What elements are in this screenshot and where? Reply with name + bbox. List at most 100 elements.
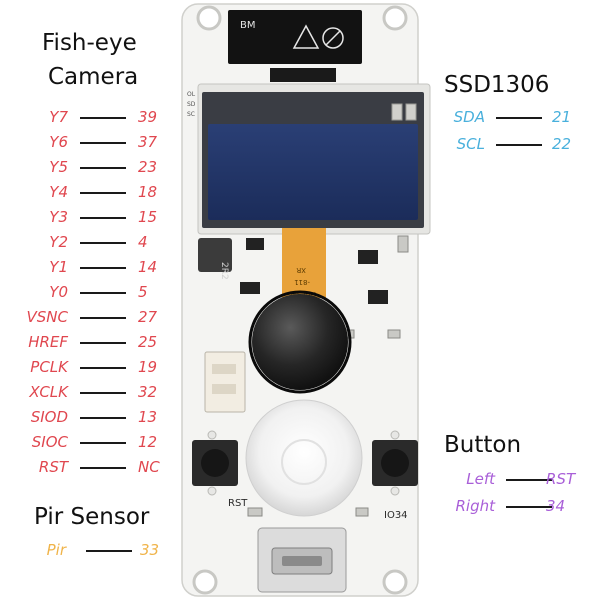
camera-pin-number: 4: [138, 233, 148, 251]
camera-pin-number: 27: [138, 308, 158, 326]
camera-pin-signal: Y3: [49, 208, 68, 226]
camera-pin-connector-line: [80, 242, 126, 244]
camera-pin-row: HREF 25: [10, 332, 160, 352]
display-pin-number: 21: [552, 108, 572, 126]
display-pin-signal: SCL: [456, 135, 485, 153]
camera-pin-signal: Y2: [49, 233, 68, 251]
camera-pin-signal: VSNC: [26, 308, 68, 326]
pir-heading: Pir Sensor: [34, 504, 150, 530]
camera-pin-row: Y0 5: [10, 282, 160, 302]
button-pin-row: Left RST: [440, 469, 590, 489]
camera-pin-signal: Y1: [49, 258, 68, 276]
pir-pin-connector-line: [86, 550, 132, 552]
mount-hole-bottom-right: [382, 569, 408, 595]
camera-pin-row: XCLK 32: [10, 382, 160, 402]
camera-pin-number: 19: [138, 358, 158, 376]
button-heading: Button: [444, 432, 522, 458]
camera-pin-row: Y7 39: [10, 107, 160, 127]
display-pin-signal: SDA: [453, 108, 485, 126]
camera-pin-number: 32: [138, 383, 158, 401]
mount-hole-top-right: [382, 5, 408, 31]
camera-pin-signal: Y7: [49, 108, 68, 126]
jst-connector: [204, 351, 246, 413]
inductor: [198, 238, 232, 272]
camera-pin-row: RST NC: [10, 457, 160, 477]
pir-pin-signal: Pir: [46, 541, 66, 559]
camera-pin-number: 14: [138, 258, 158, 276]
ribbon-label-1: HDF3M: [291, 290, 316, 298]
camera-pin-number: 13: [138, 408, 158, 426]
camera-pin-connector-line: [80, 117, 126, 119]
camera-pin-number: 23: [138, 158, 158, 176]
camera-pin-connector-line: [80, 292, 126, 294]
camera-pin-row: PCLK 19: [10, 357, 160, 377]
camera-pin-number: 18: [138, 183, 158, 201]
camera-ribbon: [282, 228, 326, 298]
camera-pin-number: NC: [138, 458, 160, 476]
camera-pin-signal: SIOC: [31, 433, 68, 451]
camera-pin-signal: Y5: [49, 158, 68, 176]
display-heading: SSD1306: [444, 72, 550, 98]
oled-screen: [208, 124, 418, 220]
button-pin-signal: Left: [466, 470, 495, 488]
inductor-label: 2R2: [219, 262, 229, 280]
camera-pin-connector-line: [80, 217, 126, 219]
camera-pin-signal: RST: [38, 458, 68, 476]
button-pin-row: Right 34: [440, 496, 590, 516]
camera-pin-connector-line: [80, 442, 126, 444]
top-chip: [228, 10, 362, 64]
camera-pin-row: Y1 14: [10, 257, 160, 277]
pir-dome: [245, 399, 363, 517]
ribbon-label-3: XR: [296, 266, 306, 274]
camera-pin-number: 5: [138, 283, 148, 301]
camera-pin-connector-line: [80, 267, 126, 269]
io34-silk-label: IO34: [384, 510, 408, 521]
camera-pin-connector-line: [80, 367, 126, 369]
camera-heading-line1: Fish-eye: [42, 30, 137, 56]
camera-pin-signal: HREF: [28, 333, 68, 351]
display-pin-number: 22: [552, 135, 572, 153]
camera-pin-number: 12: [138, 433, 158, 451]
button-pin-signal: Right: [455, 497, 496, 515]
rst-silk-label: RST: [228, 498, 248, 509]
camera-pin-signal: Y4: [49, 183, 68, 201]
camera-pin-number: 15: [138, 208, 158, 226]
pir-pin-number: 33: [140, 541, 160, 559]
camera-pin-row: SIOD 13: [10, 407, 160, 427]
camera-pin-connector-line: [80, 392, 126, 394]
display-pin-connector-line: [496, 117, 542, 119]
esd-warning-icon: [292, 24, 320, 49]
camera-pin-signal: Y0: [49, 283, 68, 301]
camera-pin-number: 37: [138, 133, 158, 151]
camera-pin-number: 25: [138, 333, 158, 351]
svg-text:SC: SC: [187, 111, 195, 118]
display-pin-connector-line: [496, 144, 542, 146]
display-pin-row: SCL 22: [440, 134, 590, 154]
camera-pin-connector-line: [80, 192, 126, 194]
button-pin-number: 34: [546, 497, 566, 515]
mount-hole-top-left: [196, 5, 222, 31]
camera-pin-signal: XCLK: [29, 383, 68, 401]
camera-pin-row: Y2 4: [10, 232, 160, 252]
mount-hole-bottom-left: [192, 569, 218, 595]
camera-pin-number: 39: [138, 108, 158, 126]
pb-free-icon: [322, 27, 344, 49]
camera-pin-connector-line: [80, 167, 126, 169]
camera-pin-signal: PCLK: [30, 358, 68, 376]
display-pin-row: SDA 21: [440, 107, 590, 127]
camera-pin-connector-line: [80, 467, 126, 469]
camera-pin-connector-line: [80, 317, 126, 319]
button-pin-number: RST: [546, 470, 576, 488]
camera-pin-row: Y5 23: [10, 157, 160, 177]
camera-pin-connector-line: [80, 417, 126, 419]
camera-pin-connector-line: [80, 342, 126, 344]
svg-text:SD: SD: [187, 101, 196, 108]
ribbon-label-2: -811: [294, 278, 310, 286]
camera-pin-row: SIOC 12: [10, 432, 160, 452]
camera-pin-row: Y3 15: [10, 207, 160, 227]
top-chip-label: BM: [240, 20, 256, 31]
camera-pin-signal: SIOD: [30, 408, 68, 426]
pir-pin-row: Pir 33: [14, 540, 164, 560]
